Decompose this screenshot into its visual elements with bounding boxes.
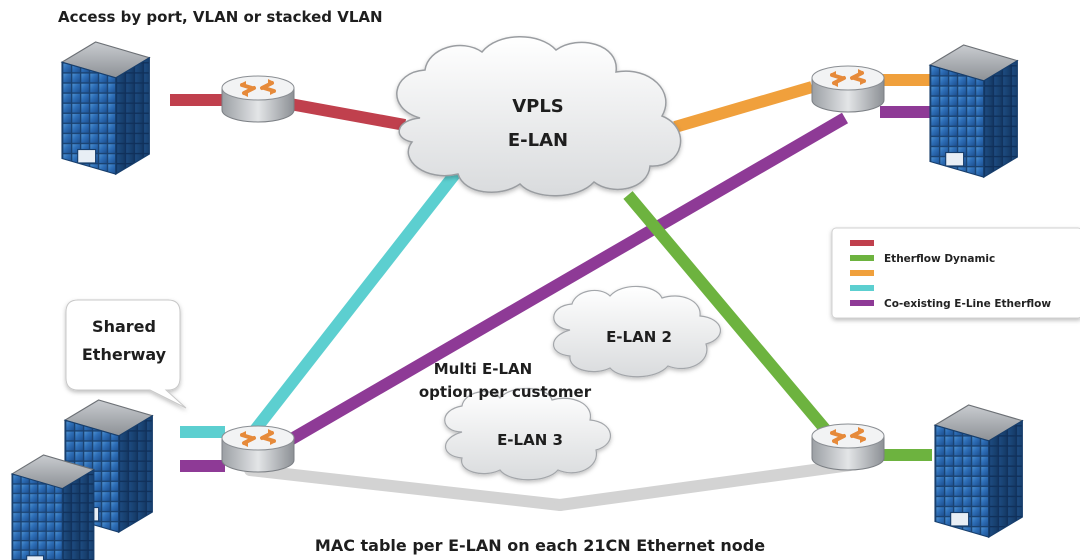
cloud-icon [396, 36, 682, 197]
legend [831, 227, 1080, 319]
link-cyan-diagonal [250, 161, 467, 434]
legend-swatch [850, 300, 874, 306]
router-icon [220, 74, 296, 124]
router-icon [220, 424, 296, 474]
legend-label: Co-existing E-Line Etherflow [884, 298, 1051, 310]
legend-swatch [850, 240, 874, 246]
elan3-cloud [444, 387, 612, 481]
office-building-icon [61, 41, 150, 175]
callout-line2: Etherway [82, 345, 167, 364]
elan-label: E-LAN [508, 130, 568, 151]
legend-box [831, 227, 1080, 319]
vpls-cloud [396, 36, 682, 197]
multi-elan-line1: Multi E-LAN [434, 360, 532, 378]
elan2-cloud [552, 285, 722, 378]
multi-elan-line2: option per customer [419, 383, 592, 401]
legend-swatch [850, 285, 874, 291]
office-building-icon [11, 454, 95, 560]
callout-line1: Shared [92, 317, 156, 336]
bottom-caption: MAC table per E-LAN on each 21CN Etherne… [315, 536, 765, 555]
router-icon [810, 64, 886, 114]
router-icon [810, 422, 886, 472]
link-green-diagonal [623, 191, 835, 439]
cloud-icon [444, 387, 612, 481]
link-grey-bottom-right [554, 459, 856, 511]
vpls-label: VPLS [512, 96, 564, 117]
legend-label: Etherflow Dynamic [884, 253, 995, 265]
link-red-cloud [288, 98, 407, 131]
link-purple-diagonal [286, 112, 849, 446]
legend-swatch [850, 270, 874, 276]
shared-etherway-callout [65, 299, 187, 409]
link-orange-cloud [673, 81, 814, 133]
link-lines [170, 74, 932, 511]
legend-swatch [850, 255, 874, 261]
elan2-label: E-LAN 2 [606, 328, 672, 346]
link-grey-bottom-left [244, 464, 566, 511]
cloud-icon [552, 285, 722, 378]
office-building-icon [934, 404, 1023, 538]
top-caption: Access by port, VLAN or stacked VLAN [58, 8, 383, 26]
office-building-icon [929, 44, 1018, 178]
elan3-label: E-LAN 3 [497, 431, 563, 449]
